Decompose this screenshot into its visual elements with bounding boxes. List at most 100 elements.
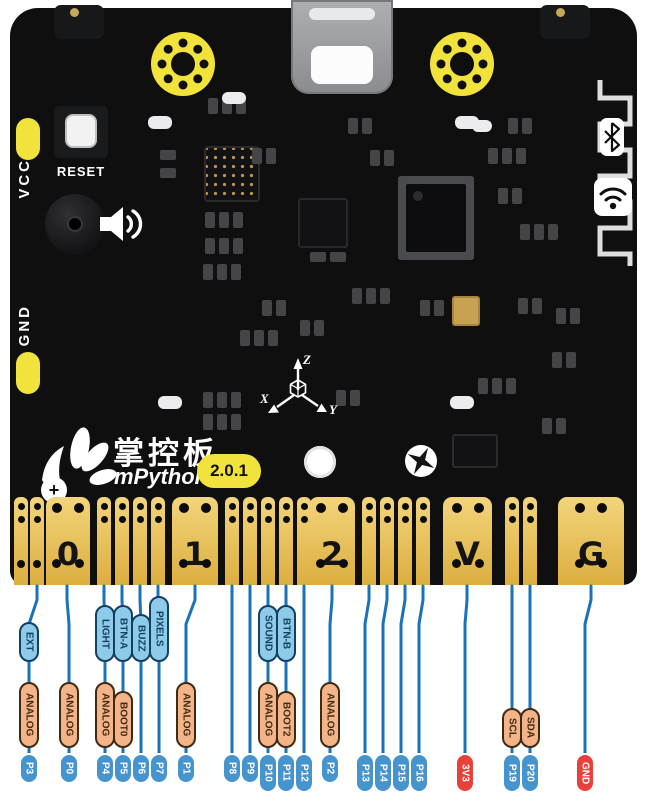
- pad-hole: [202, 559, 211, 568]
- pin-p10-text: P10: [262, 764, 274, 782]
- pad-hole: [17, 503, 25, 510]
- top-right-component: [540, 5, 590, 39]
- pad-hole: [300, 503, 308, 510]
- pad-hole: [282, 516, 290, 523]
- pin-3v3-text: 3V3: [459, 764, 471, 782]
- pad-hole: [228, 503, 236, 510]
- gnd-pad: [16, 352, 40, 394]
- smd-component: [268, 330, 278, 346]
- smd-component: [254, 330, 264, 346]
- pad-hole: [508, 503, 516, 510]
- pin-3v3: 3V3: [455, 753, 475, 793]
- smd-component: [380, 288, 390, 304]
- smd-component: [203, 414, 213, 430]
- label-boot0-text: BOOT0: [117, 702, 129, 737]
- axis-indicator: Z X Y: [259, 352, 338, 417]
- smd-component: [231, 392, 241, 408]
- pad-hole: [316, 503, 326, 513]
- pin-line-P15: [399, 584, 407, 762]
- edge-pad-label: 0: [56, 535, 80, 573]
- edge-pad-small: [416, 497, 430, 585]
- pin-p3: P3: [19, 753, 39, 784]
- smd-component: [310, 252, 326, 262]
- smd-component: [300, 320, 310, 336]
- label-analog: ANALOG: [95, 682, 115, 748]
- capacitor-component: [148, 116, 172, 129]
- smd-component: [217, 414, 227, 430]
- mpython-logo: +: [41, 427, 117, 503]
- edge-pad-small: [398, 497, 412, 585]
- edge-pad-small: [380, 497, 394, 585]
- wifi-icon: [594, 178, 632, 216]
- smd-component: [203, 392, 213, 408]
- pad-hole: [474, 559, 484, 568]
- pad-hole: [33, 516, 41, 523]
- smd-component: [231, 264, 241, 280]
- capacitor-component: [158, 396, 182, 409]
- pad-hole: [419, 516, 427, 523]
- label-light: LIGHT: [95, 605, 115, 662]
- pin-p8: P8: [222, 753, 242, 784]
- label-ext-text: EXT: [23, 632, 35, 652]
- edge-pad-small: [133, 497, 147, 585]
- smd-component: [556, 308, 566, 324]
- label-ext: EXT: [19, 622, 39, 662]
- pin-gnd: GND: [575, 753, 595, 793]
- smd-component: [488, 148, 498, 164]
- smd-component: [233, 212, 243, 228]
- pin-p12: P12: [294, 753, 314, 793]
- pin-p11: P11: [276, 753, 296, 793]
- axis-z-label: Z: [302, 352, 311, 367]
- pad-hole: [598, 559, 607, 568]
- pin-line-P13: [363, 584, 371, 762]
- pad-hole: [597, 503, 607, 513]
- pin-p13-text: P13: [359, 764, 371, 782]
- pin-gnd-text: GND: [579, 761, 591, 785]
- smd-component: [217, 264, 227, 280]
- usb-tongue: [311, 46, 373, 84]
- pad-hole: [401, 503, 409, 510]
- label-analog-text: ANALOG: [99, 693, 111, 737]
- smd-component: [542, 418, 552, 434]
- pad-hole: [154, 503, 162, 510]
- pad-hole: [316, 559, 325, 568]
- edge-pad-2: 2: [309, 497, 355, 585]
- edge-pad-small: [297, 497, 311, 585]
- pad-hole: [74, 503, 84, 513]
- pin-p4-text: P4: [99, 762, 111, 775]
- smd-component: [520, 224, 530, 240]
- bluetooth-icon: [600, 118, 624, 156]
- pad-hole: [365, 503, 373, 510]
- smd-component: [502, 148, 512, 164]
- edge-pad-small: [505, 497, 519, 585]
- compass-icon: [405, 445, 437, 477]
- pad-hole: [136, 503, 144, 510]
- smd-component: [262, 300, 272, 316]
- pad-hole: [451, 503, 462, 513]
- smd-component: [314, 320, 324, 336]
- smd-component: [370, 150, 380, 166]
- antenna-trace: [597, 80, 633, 266]
- label-boot0: BOOT0: [113, 691, 133, 748]
- label-sda: SDA: [520, 708, 540, 748]
- label-analog-text: ANALOG: [324, 693, 336, 737]
- smd-component: [240, 330, 250, 346]
- pin-p5-text: P5: [117, 762, 129, 775]
- smd-component: [552, 352, 562, 368]
- smd-component: [160, 150, 176, 160]
- smd-component: [534, 224, 544, 240]
- pad-hole: [282, 503, 290, 510]
- smd-component: [330, 252, 346, 262]
- pin-p0-text: P0: [63, 762, 75, 775]
- pin-p14: P14: [373, 753, 393, 793]
- edge-pad-small: [362, 497, 376, 585]
- smd-component: [160, 168, 176, 178]
- pin-line-P16: [417, 584, 425, 762]
- label-analog: ANALOG: [19, 682, 39, 748]
- smd-component: [252, 148, 262, 164]
- pad-hole: [179, 503, 189, 513]
- main-mcu-chip: [398, 176, 474, 260]
- gold-component: [452, 296, 480, 326]
- label-analog: ANALOG: [59, 682, 79, 748]
